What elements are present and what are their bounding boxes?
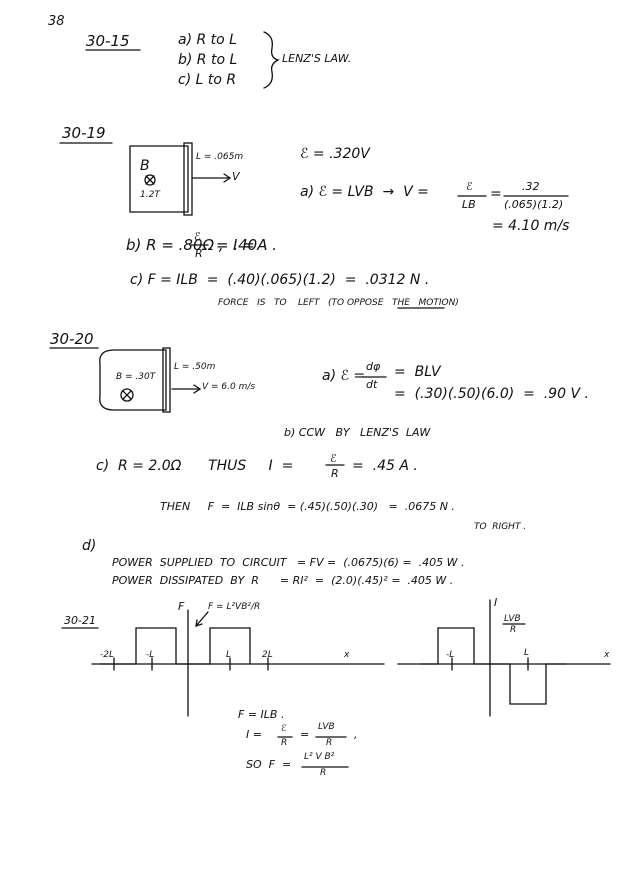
part-c-30-19: c) F = ILB = (.40)(.065)(1.2) = .0312 N … [130,272,430,288]
frac-den: (.065)(1.2) [504,198,564,211]
equals: = [300,728,310,741]
graph1-tick-label: 2L [262,650,273,660]
problem-label-30-20: 30-20 [50,330,94,348]
frac-num: ℰ [466,180,473,193]
loop-30-20 [99,349,167,411]
force-calc-30-20: THEN F = ILB sinθ = (.45)(.50)(.30) = .0… [160,500,455,513]
graph2-axis-label: I [494,596,498,609]
brace [263,31,280,89]
field-value: 1.2T [140,190,160,200]
velocity-30-20: V = 6.0 m/s [202,382,256,392]
graph1-annot-arrowhead [195,619,203,627]
graph2-annot-num: LVB [504,614,521,624]
graph1-tick-label: -L [146,650,155,660]
frac-num: .32 [522,180,540,193]
rod-length: L = .065m [196,152,244,162]
problem-label-30-21: 30-21 [64,614,96,627]
emf-blv: = BLV [394,364,441,380]
problem-label-30-15: 30-15 [86,32,130,50]
page-number: 38 [48,14,65,29]
equals: = [490,186,502,202]
force-direction-note: FORCE IS TO LEFT (TO OPPOSE THE MOTION) [218,298,459,308]
emf-given: ℰ = .320V [300,146,370,162]
answer-30-15-c: c) L to R [178,72,237,88]
graph2-current-curve [419,627,567,705]
current-result-30-20: = .45 A . [352,458,418,474]
force-direction-30-20: TO RIGHT . [474,522,527,532]
frac-num: ℰ [281,724,287,734]
field-label: B [140,158,150,174]
rod-length-30-20: L = .50m [174,362,216,372]
graph1-axis-label: F [178,600,185,613]
frac-num: LVB [318,722,335,732]
answer-30-15-a: a) R to L [178,32,237,48]
power-supplied: POWER SUPPLIED TO CIRCUIT = FV = (.0675)… [112,556,465,569]
field-cross-30-20 [122,390,132,400]
rod-30-19 [183,142,193,216]
frac-den: R [326,738,333,748]
velocity-arrowhead-30-19 [223,173,232,183]
frac-den: LB [462,198,476,211]
part-d-30-20: d) [82,538,97,554]
graph1-annotation: F = L²VB²/R [208,602,261,612]
graph1-tick-label: L [226,650,232,660]
field-cross [145,175,155,185]
so-f-equals: SO F = [246,758,292,771]
frac-num: dφ [366,360,381,373]
field-into-page-symbol [144,174,156,186]
current-result: = .40A . [216,236,277,254]
frac-num: L² V B² [304,752,335,762]
velocity-result: = 4.10 m/s [492,218,570,234]
velocity-label: V [232,170,240,183]
part-b-30-19: b) R = .80Ω , I = [126,236,255,254]
loop-30-19 [129,145,189,213]
graph2-tick-label: L [524,648,530,658]
part-b-30-20: b) CCW BY LENZ'S LAW [284,426,431,439]
velocity-arrowhead-30-20 [193,384,202,394]
graph1-x-label: x [344,650,350,660]
part-a-30-20: a) ℰ = [322,368,366,384]
frac-den: R [195,247,203,260]
frac-den: dt [366,378,378,391]
comma: , [354,728,358,741]
graph1-tick-label: -2L [100,650,114,660]
frac-num: ℰ [194,230,201,243]
frac-den: R [331,467,339,480]
lenz-law-note: LENZ'S LAW. [282,52,352,65]
rod-30-20 [162,347,171,413]
frac-num: ℰ [330,452,337,465]
graph1-annot-arrow [195,611,209,627]
graph2-x-label: x [604,650,610,660]
emf-result: = (.30)(.50)(6.0) = .90 V . [394,386,589,402]
frac-den: R [281,738,288,748]
force-equation: F = ILB . [238,708,285,721]
part-a-30-19: a) ℰ = LVB → V = [300,184,429,200]
current-eq-start: I = [246,728,262,741]
frac-den: R [320,768,327,778]
answer-30-15-b: b) R to L [178,52,238,68]
problem-label-30-19: 30-19 [62,124,106,142]
field-into-page-symbol-30-20 [120,388,134,402]
graph2-tick-label: -L [446,650,455,660]
field-label-30-20: B = .30T [116,372,156,382]
part-c-30-20: c) R = 2.0Ω THUS I = [96,458,294,474]
graph2-annot-den: R [510,625,517,635]
graph1-force-curve [99,627,251,665]
power-dissipated: POWER DISSIPATED BY R = RI² = (2.0)(.45)… [112,574,454,587]
